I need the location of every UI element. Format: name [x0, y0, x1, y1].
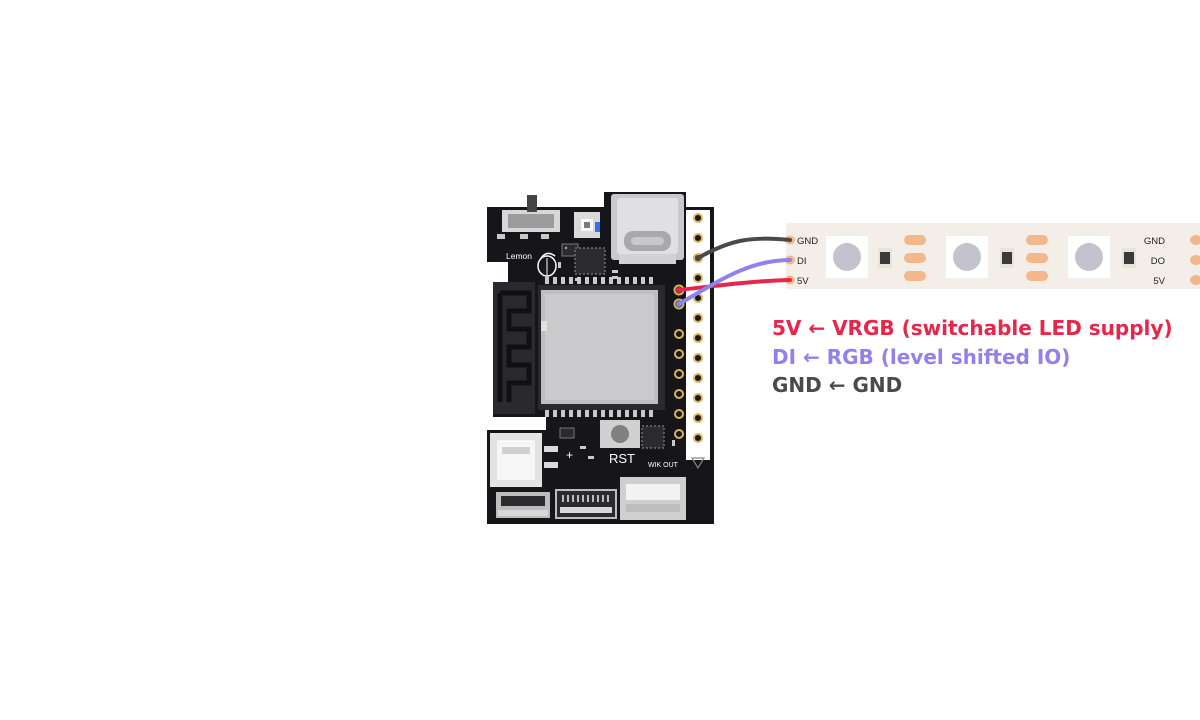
lemon-board: Lemon [487, 192, 714, 524]
ic-chip [641, 425, 665, 449]
status-led [595, 222, 600, 232]
smd-pad [520, 234, 528, 239]
resistor-2 [1000, 248, 1014, 268]
legend-5v: 5V ← VRGB (switchable LED supply) [772, 316, 1173, 340]
wik-out-label: WIK OUT [648, 462, 679, 469]
solder-pads-2 [1026, 235, 1048, 281]
smd-cap [612, 276, 618, 279]
battery-connector [490, 433, 558, 487]
strip-pad-5v-out [1190, 275, 1200, 285]
rgb-led-1 [826, 236, 868, 278]
fpc-connector-1 [496, 492, 550, 518]
smd-cap [672, 440, 675, 446]
smd-cap [558, 262, 561, 268]
antenna-trace [497, 290, 532, 402]
fpc-connector-2 [555, 489, 617, 519]
legend-gnd: GND ← GND [772, 373, 903, 397]
smd-pad [541, 234, 549, 239]
resistor-1 [878, 248, 892, 268]
fpc-connector-3 [620, 477, 686, 520]
wire-end-5v [676, 287, 682, 293]
rgb-led-2 [946, 236, 988, 278]
power-switch[interactable] [502, 195, 560, 232]
strip-label-do: DO [1151, 256, 1165, 267]
wifi-module [493, 282, 665, 414]
pin-header [686, 210, 710, 470]
wire-gnd [696, 236, 792, 260]
legend-di: DI ← RGB (level shifted IO) [772, 344, 1071, 369]
smd-cap [580, 446, 586, 449]
ic-chip [574, 247, 606, 275]
strip-label-gnd-out: GND [1144, 236, 1165, 247]
lemon-logo-icon [537, 252, 557, 277]
wire-end-gnd [695, 255, 701, 261]
rgb-led-3 [1068, 236, 1110, 278]
wire-5v [677, 278, 792, 292]
smd-cap [588, 456, 594, 459]
usb-c-port[interactable] [611, 194, 684, 264]
ic-dot [564, 246, 568, 250]
resistor-3 [1122, 248, 1136, 268]
strip-label-di: DI [797, 256, 807, 267]
strip-label-5v-in: 5V [797, 276, 809, 287]
module-pads [545, 277, 653, 417]
strip-label-gnd-in: GND [797, 236, 818, 247]
smd-pad [497, 234, 505, 239]
plus-marking: + [566, 448, 573, 462]
ic-chip [559, 427, 575, 439]
wire-end-di [676, 301, 682, 307]
wires [676, 236, 792, 307]
led-strip: GND DI 5V [785, 223, 1200, 289]
board-logo-text: Lemon [506, 251, 532, 261]
rst-label: RST [609, 451, 635, 466]
inner-pads [674, 329, 684, 439]
pin-mapping-legend: 5V ← VRGB (switchable LED supply) DI ← R… [772, 314, 1173, 400]
strip-pad-gnd-out [1190, 235, 1200, 245]
strip-pad-do [1190, 255, 1200, 265]
wire-di [677, 258, 792, 306]
smd-cap [612, 270, 618, 273]
solder-pads-1 [904, 235, 926, 281]
reset-button[interactable] [600, 420, 640, 448]
strip-label-5v-out: 5V [1153, 276, 1165, 287]
